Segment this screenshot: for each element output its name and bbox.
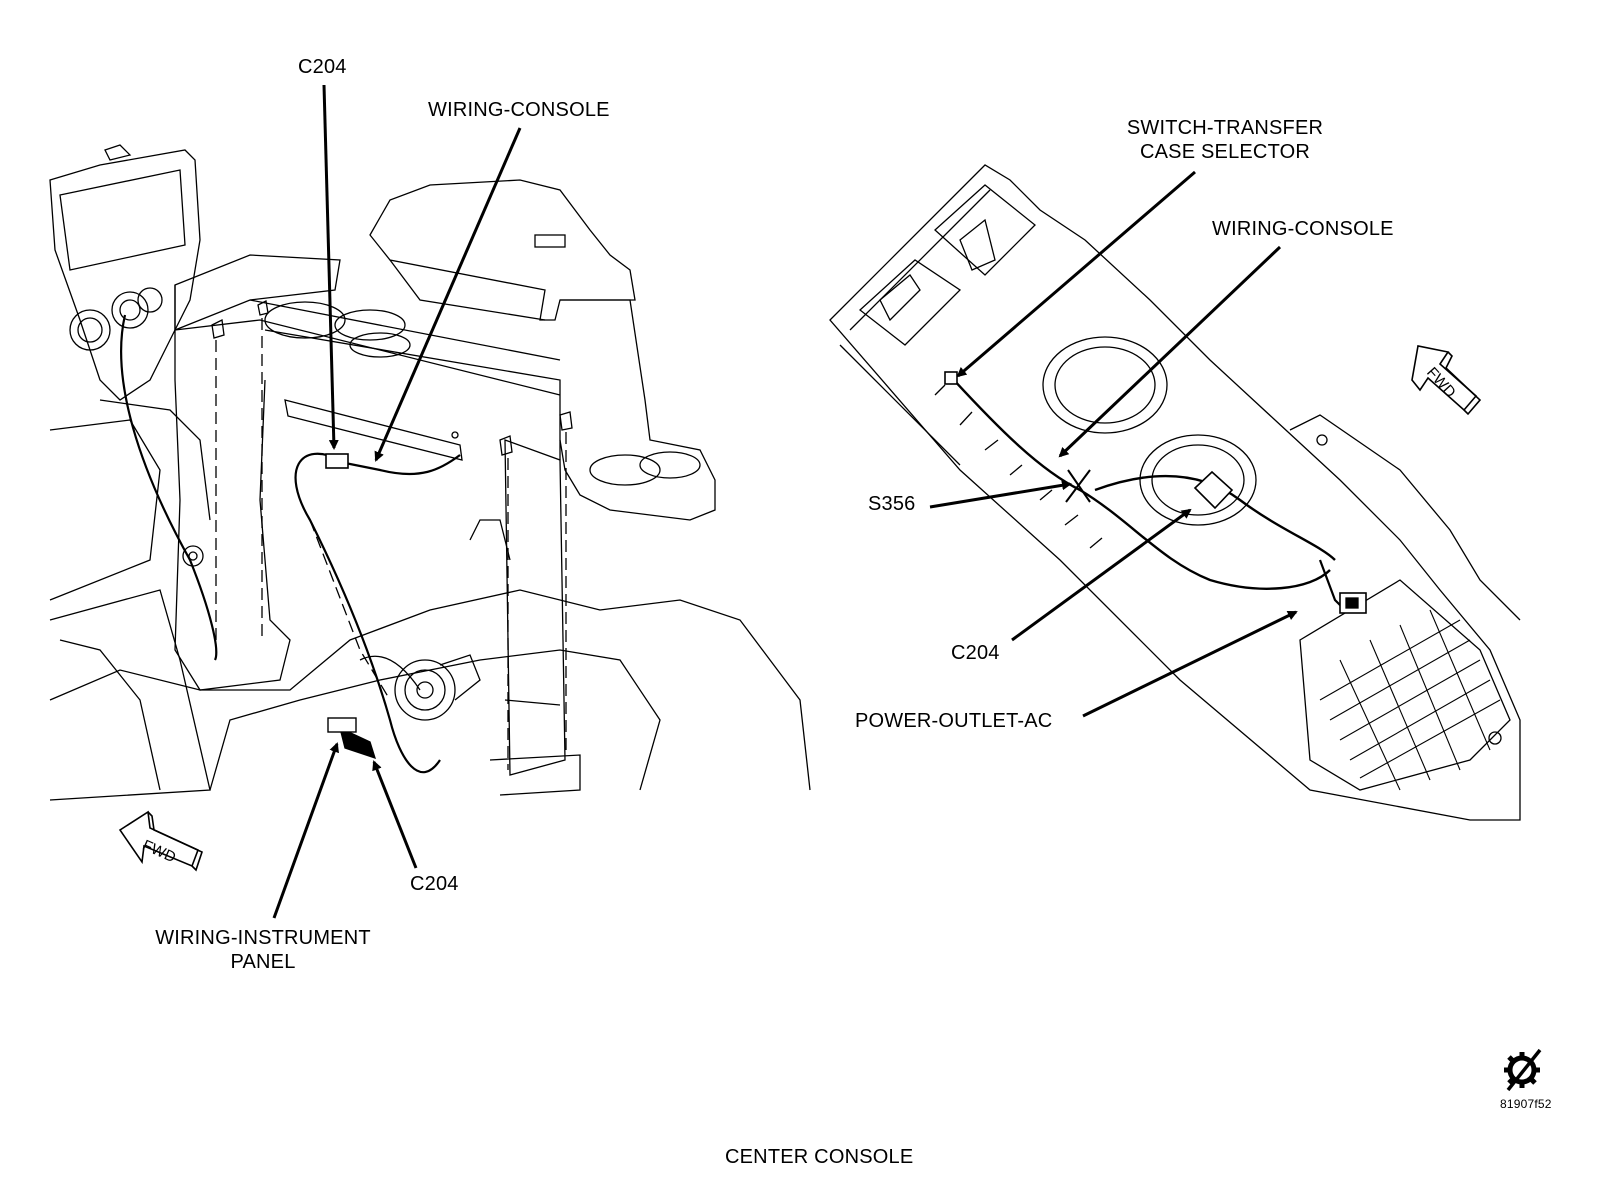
fwd-arrow-icon xyxy=(1411,345,1482,416)
label-wiring-console-right: WIRING-CONSOLE xyxy=(1212,218,1394,240)
page-title: CENTER CONSOLE xyxy=(725,1146,914,1168)
label-c204-top: C204 xyxy=(298,56,347,78)
leader-arrow xyxy=(322,84,339,450)
label-power-outlet-ac: POWER-OUTLET-AC xyxy=(855,710,1053,732)
label-wiring-instrument-line2: PANEL xyxy=(230,951,296,973)
leader-arrow xyxy=(374,127,522,462)
label-s356: S356 xyxy=(868,493,916,515)
leader-arrow xyxy=(272,742,339,919)
leader-arrow xyxy=(1058,245,1282,458)
service-gear-icon xyxy=(1504,1048,1542,1092)
label-c204-right: C204 xyxy=(951,642,1000,664)
right-leader-lines xyxy=(929,170,1298,718)
label-switch-transfer-case-selector: SWITCH-TRANSFER CASE SELECTOR xyxy=(1105,116,1345,164)
leader-arrow xyxy=(1082,610,1298,718)
left-console-illustration xyxy=(49,144,811,801)
label-wiring-instrument-line1: WIRING-INSTRUMENT xyxy=(155,927,371,949)
leader-arrow xyxy=(1011,508,1192,642)
leader-arrow xyxy=(929,480,1072,509)
label-switch-line1: SWITCH-TRANSFER xyxy=(1126,117,1324,139)
leader-arrow xyxy=(956,170,1196,378)
label-wiring-instrument-panel: WIRING-INSTRUMENT PANEL xyxy=(140,926,386,974)
label-wiring-console-left: WIRING-CONSOLE xyxy=(428,99,610,121)
right-console-illustration xyxy=(829,164,1521,821)
leader-arrow xyxy=(372,760,418,869)
fwd-arrow-icon xyxy=(118,810,203,872)
label-c204-bottom: C204 xyxy=(410,873,459,895)
label-switch-line2: CASE SELECTOR xyxy=(1139,141,1311,163)
left-leader-lines xyxy=(272,84,522,919)
figure-id: 81907f52 xyxy=(1500,1097,1552,1111)
